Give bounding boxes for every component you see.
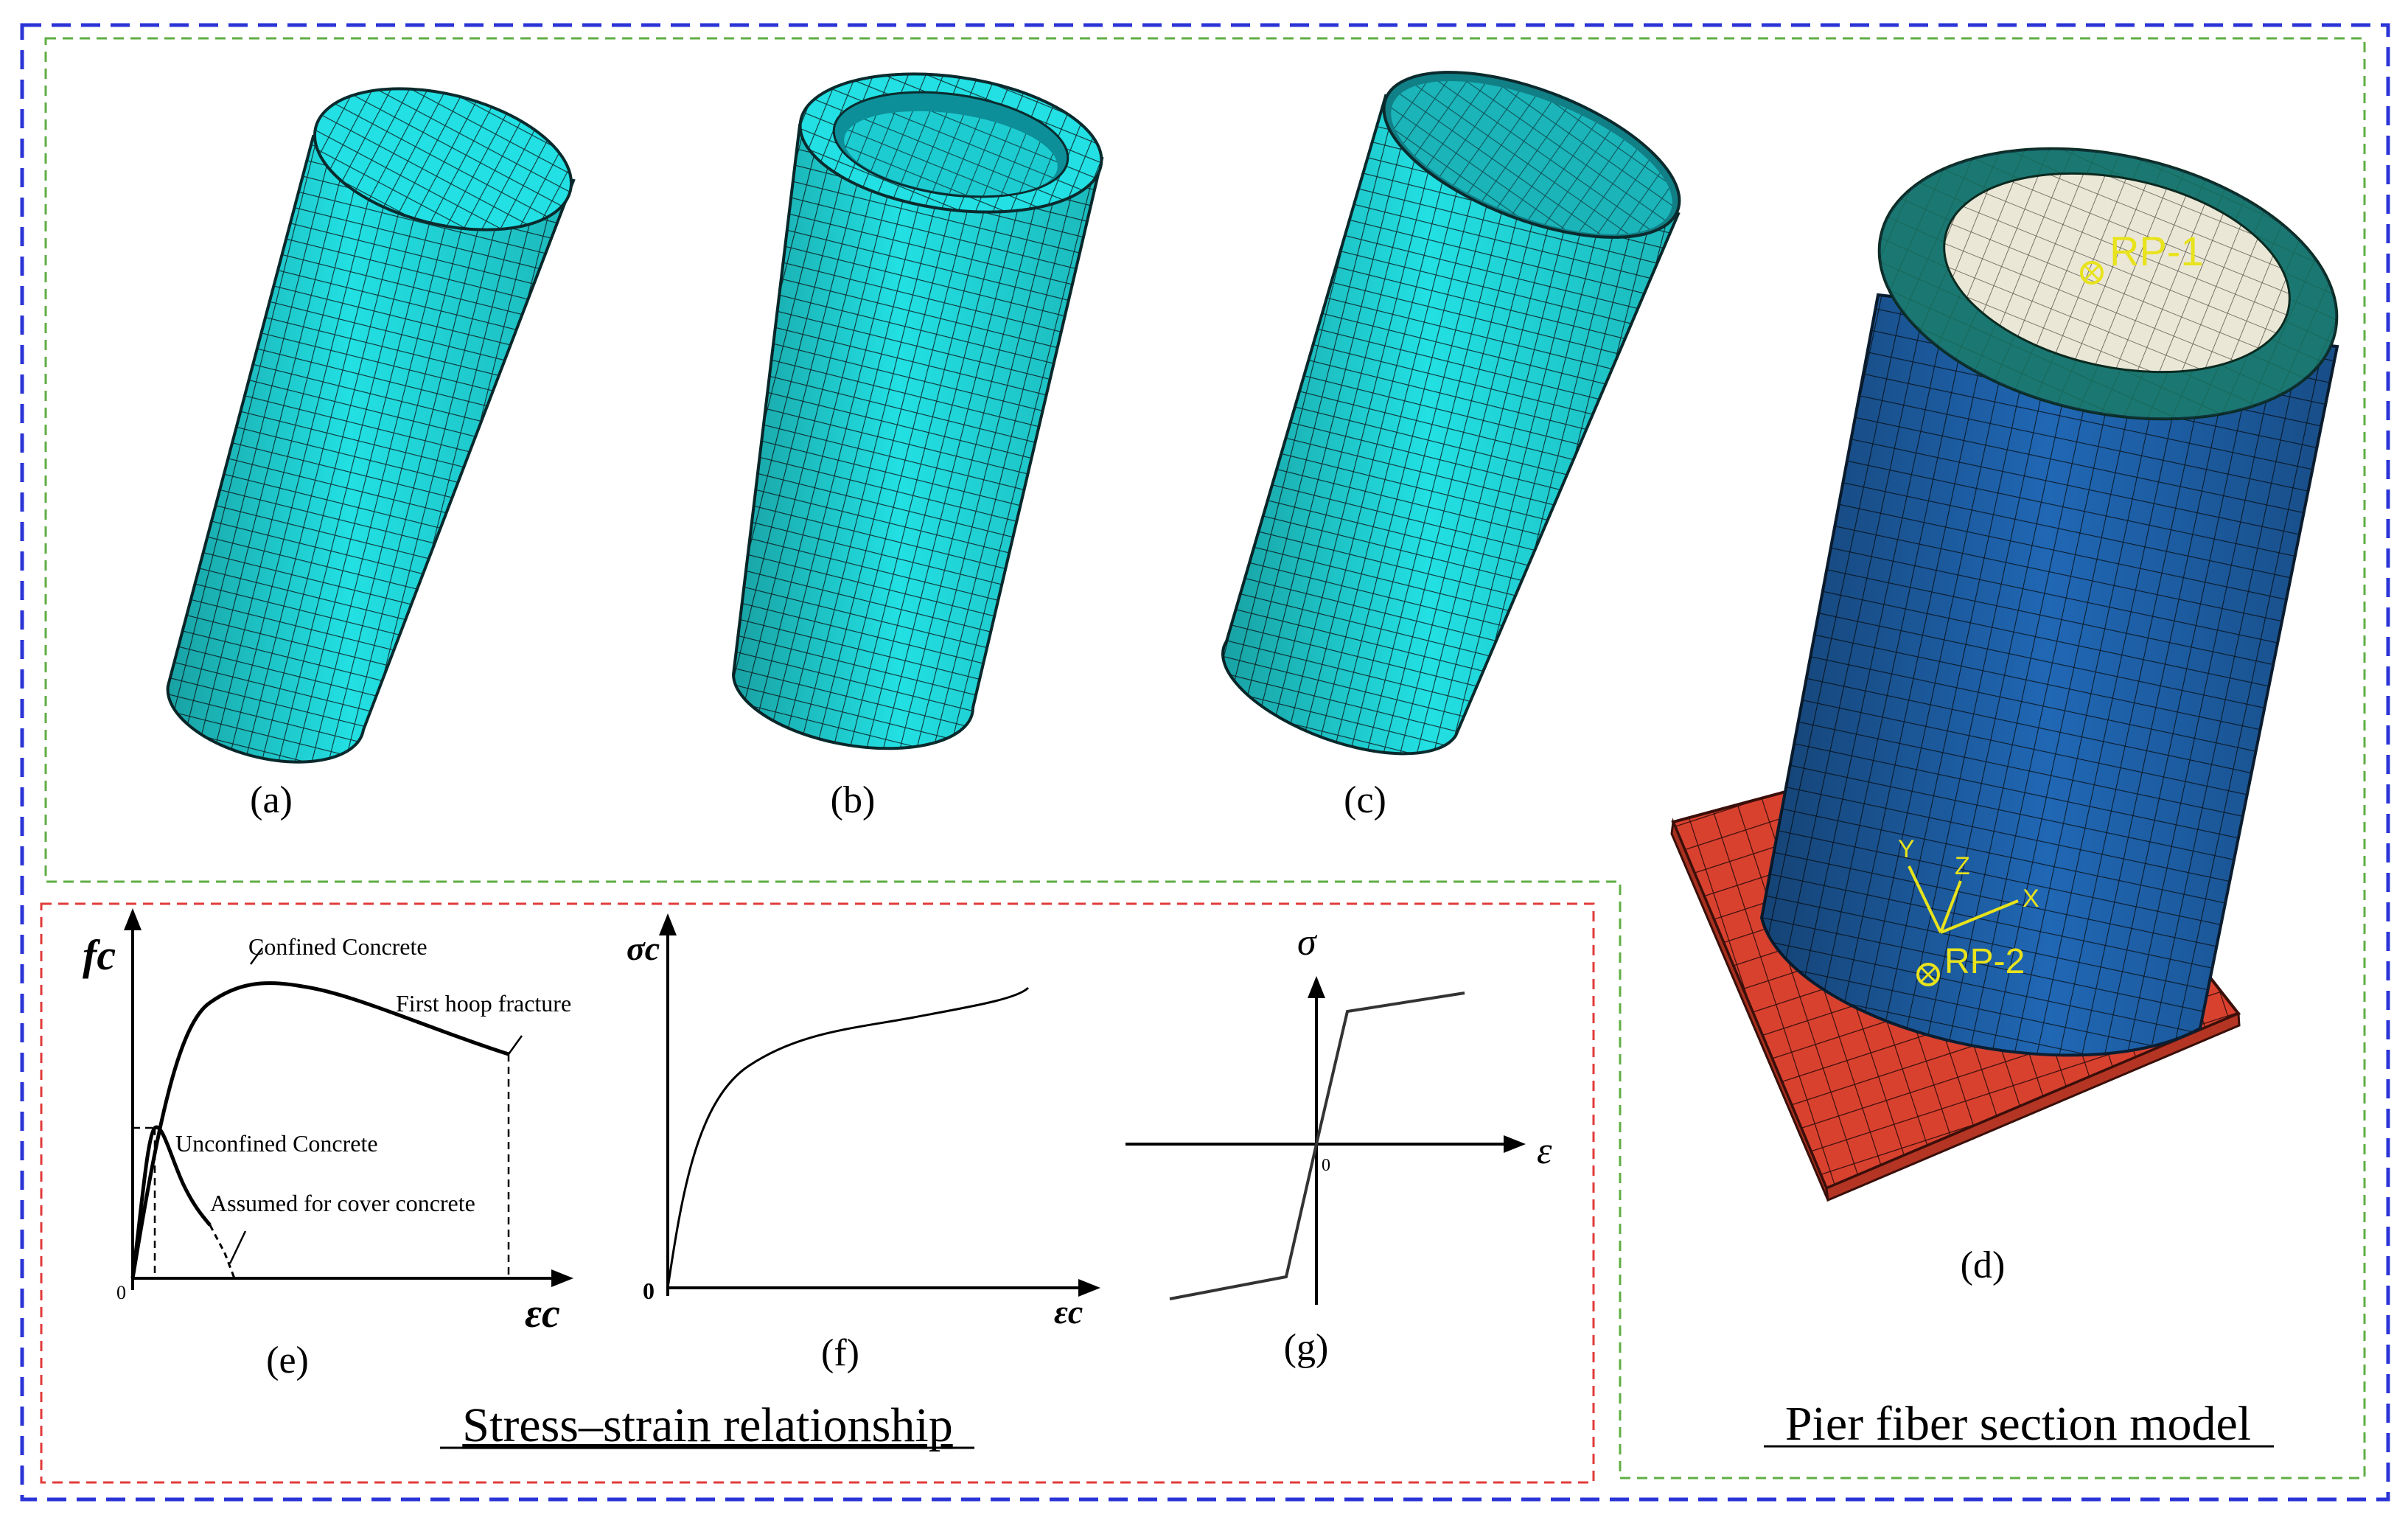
pier-model: RP-1 Y Z X RP-2 (1670, 147, 2339, 1202)
panel-label-a: (a) (250, 779, 293, 821)
graph-g: σ ε 0 (1126, 921, 1552, 1305)
pier-core (1943, 172, 2291, 374)
graph-g-curve (1169, 991, 1465, 1300)
graph-e: fc εc 0 Confined Concrete First hoop fra… (83, 908, 573, 1336)
axis-z-label: Z (1955, 852, 1970, 880)
axis-x-label: X (2023, 885, 2039, 913)
outer-border (20, 23, 2390, 1502)
coordinate-axes (1908, 865, 2019, 934)
label-unconfined-concrete: Unconfined Concrete (175, 1130, 378, 1157)
graph-e-ylabel: fc (83, 931, 116, 979)
graph-panel-border (40, 902, 1595, 1484)
graph-e-origin: 0 (116, 1282, 126, 1303)
graph-f-xlabel: εc (1054, 1293, 1083, 1331)
cover-concrete-dashed (209, 1224, 236, 1279)
graph-g-xlabel: ε (1537, 1130, 1552, 1172)
graph-f-origin: 0 (643, 1278, 655, 1304)
rp1-marker (2080, 261, 2104, 285)
section-title-pier-model: Pier fiber section model (1785, 1397, 2251, 1451)
unconfined-curve (130, 1125, 212, 1279)
rp2-marker (1916, 963, 1940, 986)
cylinder-a (166, 87, 576, 764)
graph-g-origin: 0 (1322, 1156, 1330, 1175)
rp2-label: RP-2 (1944, 942, 2025, 981)
graph-e-xlabel: εc (525, 1291, 560, 1336)
axis-y-label: Y (1898, 835, 1915, 863)
panel-label-d: (d) (1961, 1244, 2006, 1286)
label-first-hoop-fracture: First hoop fracture (396, 990, 571, 1017)
panel-label-b: (b) (831, 779, 876, 821)
label-assumed-cover: Assumed for cover concrete (210, 1190, 475, 1216)
graph-f: σc εc 0 (627, 913, 1100, 1331)
panel-label-e: (e) (266, 1339, 309, 1381)
graph-g-ylabel: σ (1297, 921, 1318, 963)
rp1-label: RP-1 (2109, 228, 2204, 274)
panel-label-c: (c) (1344, 779, 1386, 821)
cylinder-c (1221, 71, 1681, 756)
cylinder-b (731, 72, 1104, 750)
label-confined-concrete: Confined Concrete (248, 933, 427, 960)
graph-f-curve (666, 986, 1030, 1289)
top-panel-border (44, 37, 2366, 1480)
section-title-stress-strain: Stress–strain relationship (462, 1398, 952, 1452)
graph-f-ylabel: σc (627, 930, 660, 967)
confined-curve (130, 981, 509, 1279)
panel-label-f: (f) (821, 1332, 859, 1374)
panel-label-g: (g) (1284, 1327, 1329, 1369)
